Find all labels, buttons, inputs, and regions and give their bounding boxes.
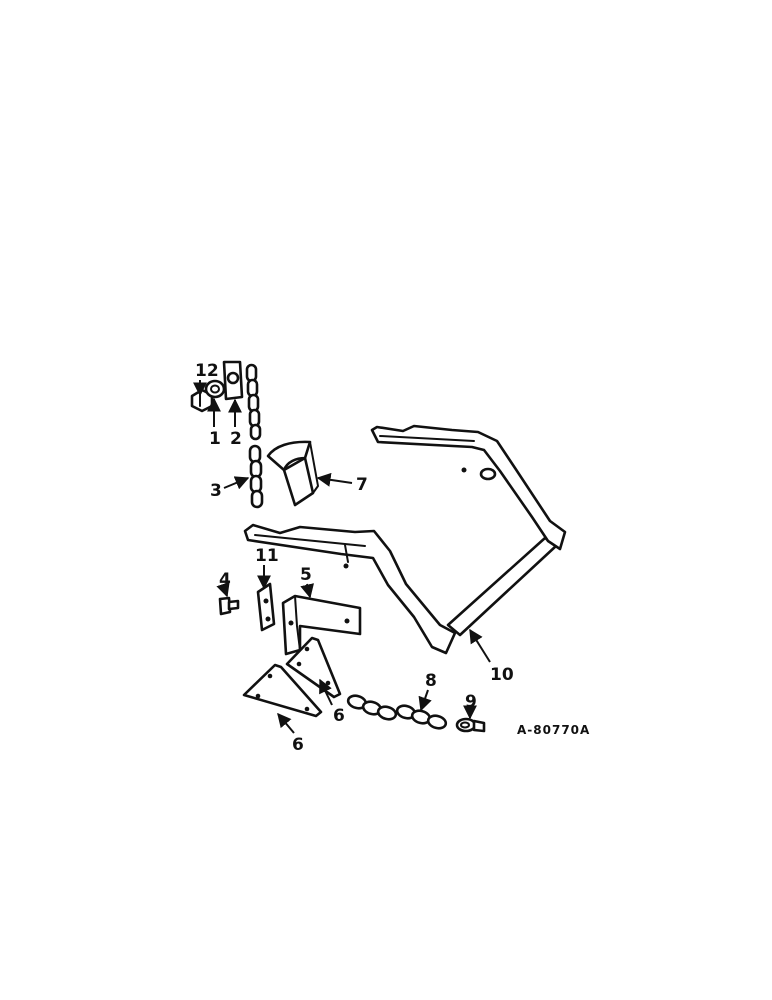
callout-12: 12 xyxy=(195,361,219,381)
part-8-chain xyxy=(346,694,448,730)
callout-7: 7 xyxy=(356,475,368,495)
callout-1: 1 xyxy=(209,429,221,449)
part-11-strap xyxy=(256,582,276,632)
callout-4: 4 xyxy=(219,570,231,590)
leader-lines xyxy=(193,380,491,734)
callout-9: 9 xyxy=(465,692,477,712)
part-7-bracket xyxy=(266,440,319,507)
part-3-chain xyxy=(248,444,264,509)
part-1-washer xyxy=(204,379,226,399)
callout-8: 8 xyxy=(425,671,437,691)
part-4-bolt xyxy=(218,596,240,616)
part-9-clevis xyxy=(455,717,486,733)
drawing-code: A-80770A xyxy=(517,723,590,737)
callout-11: 11 xyxy=(255,546,279,566)
callout-10: 10 xyxy=(490,665,514,685)
callout-3: 3 xyxy=(210,481,222,501)
callout-6-upper: 6 xyxy=(333,706,345,726)
part-2-plate xyxy=(222,360,244,401)
chain-upper xyxy=(245,363,262,441)
callout-6-lower: 6 xyxy=(292,735,304,755)
callout-2: 2 xyxy=(230,429,242,449)
callout-5: 5 xyxy=(300,565,312,585)
part-6-gusset-lower xyxy=(242,663,323,718)
part-10-frame xyxy=(243,424,567,655)
